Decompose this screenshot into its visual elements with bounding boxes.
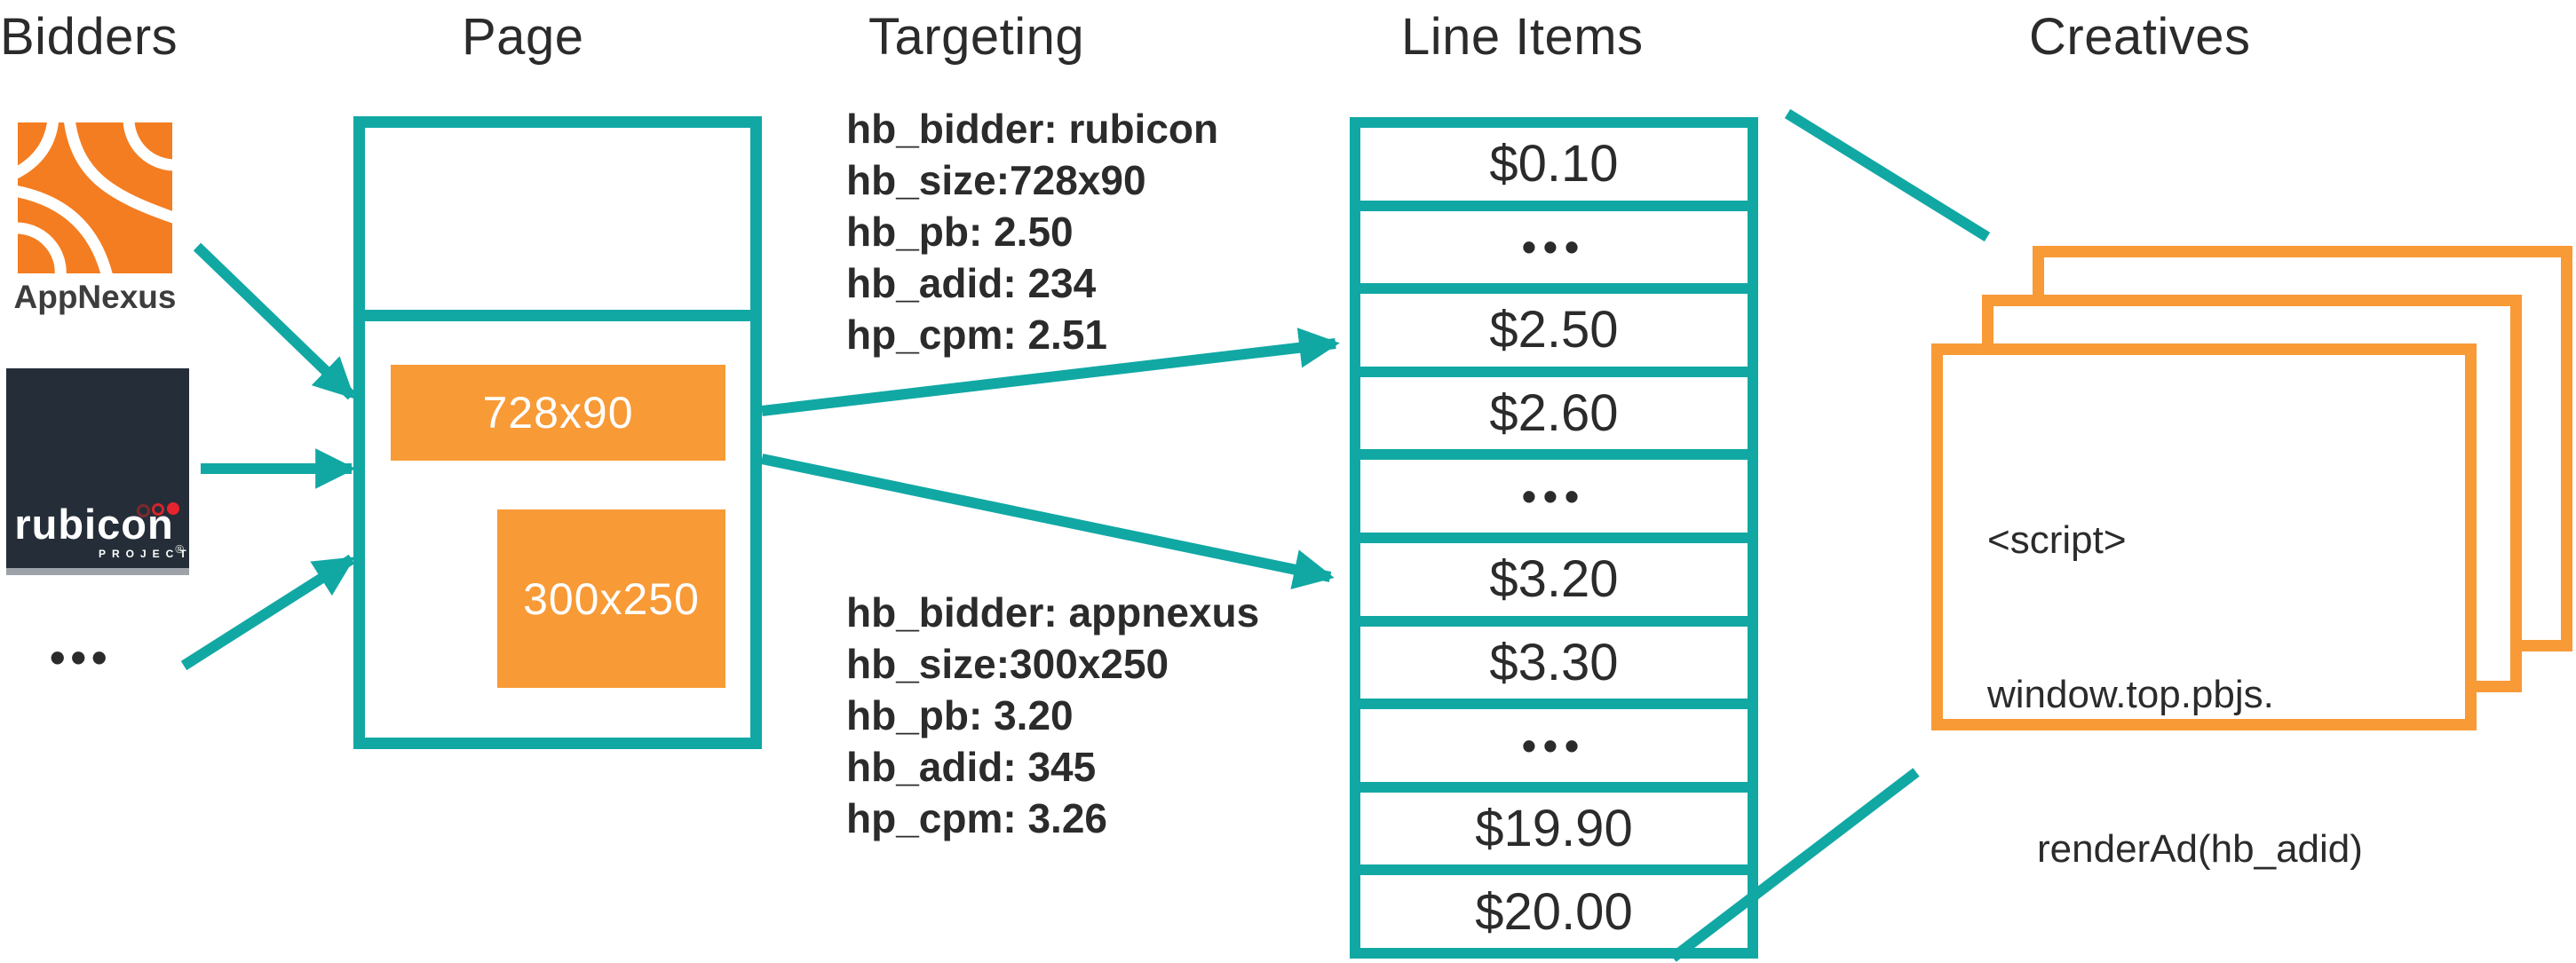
line-item-row-ellipsis: ••• (1360, 210, 1748, 284)
line-item-row: $0.10 (1360, 128, 1748, 201)
page-section-divider (365, 310, 750, 321)
targeting-line: hp_cpm: 3.26 (846, 795, 1107, 841)
line-items-table: $0.10 ••• $2.50 $2.60 ••• $3.20 $3.30 ••… (1350, 117, 1758, 959)
targeting-line: hb_bidder: rubicon (846, 106, 1219, 152)
appnexus-label: AppNexus (13, 279, 177, 315)
line-item-row: $20.00 (1360, 875, 1748, 948)
ad-slot-728x90: 728x90 (391, 365, 725, 461)
line-item-row-ellipsis: ••• (1360, 709, 1748, 782)
rubicon-logo: rubicon ® PROJECT (6, 368, 189, 575)
targeting-line: hb_pb: 2.50 (846, 209, 1074, 255)
arrow-appnexus-to-page (193, 242, 356, 400)
creative-script-code: <script> window.top.pbjs. renderAd(hb_ad… (1987, 412, 2363, 963)
line-item-row-ellipsis: ••• (1360, 460, 1748, 533)
arrow-page-to-line-item-320 (760, 454, 1335, 590)
code-line: <script> (1987, 518, 2127, 562)
more-bidders-ellipsis: ••• (50, 633, 113, 683)
targeting-line: hb_size:300x250 (846, 641, 1169, 687)
creative-card-front: <script> window.top.pbjs. renderAd(hb_ad… (1931, 343, 2477, 871)
line-item-row: $2.60 (1360, 376, 1748, 450)
targeting-block-appnexus: hb_bidder: appnexus hb_size:300x250 hb_p… (846, 587, 1259, 844)
rubicon-dot-outline (137, 504, 150, 517)
rubicon-dot-ring (152, 503, 164, 516)
line-item-row: $3.20 (1360, 542, 1748, 616)
rubicon-registered-mark: ® (175, 542, 184, 556)
page-mockup: 728x90 300x250 (353, 116, 762, 749)
code-line: window.top.pbjs. (1987, 673, 2274, 716)
column-header-targeting: Targeting (868, 8, 1085, 66)
column-header-page: Page (462, 8, 584, 66)
appnexus-logo (18, 122, 172, 273)
rubicon-wordmark: rubicon (14, 501, 174, 548)
rubicon-bottom-strip (6, 568, 189, 575)
targeting-line: hb_size:728x90 (846, 157, 1146, 203)
targeting-line: hb_adid: 234 (846, 260, 1097, 306)
line-item-row: $19.90 (1360, 792, 1748, 865)
rubicon-project-label: PROJECT (99, 548, 193, 560)
targeting-line: hb_pb: 3.20 (846, 692, 1074, 738)
ad-slot-300x250: 300x250 (497, 509, 725, 688)
arrow-more-bidders-to-page (180, 554, 356, 671)
targeting-line: hp_cpm: 2.51 (846, 312, 1107, 358)
connector-line-items-top-to-creatives (1784, 108, 1991, 242)
column-header-creatives: Creatives (2029, 8, 2251, 66)
targeting-block-rubicon: hb_bidder: rubicon hb_size:728x90 hb_pb:… (846, 103, 1218, 360)
rubicon-dot-solid (167, 502, 179, 515)
targeting-line: hb_bidder: appnexus (846, 589, 1260, 635)
column-header-bidders: Bidders (0, 8, 178, 66)
column-header-line-items: Line Items (1401, 8, 1644, 66)
line-item-row: $3.30 (1360, 626, 1748, 699)
targeting-line: hb_adid: 345 (846, 744, 1097, 790)
line-item-row: $2.50 (1360, 294, 1748, 367)
code-line: renderAd(hb_adid) (2037, 827, 2363, 871)
